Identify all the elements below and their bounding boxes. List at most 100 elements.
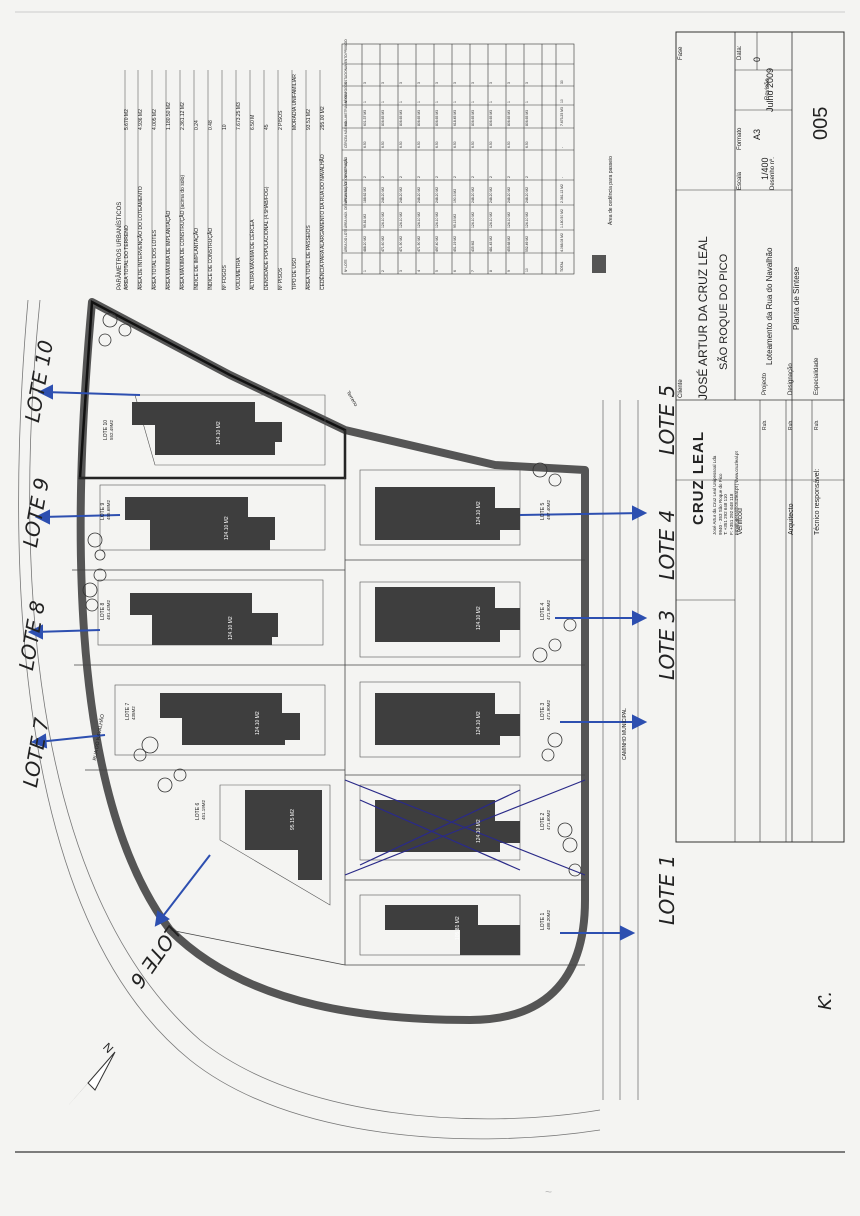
building-lote-7 [160, 693, 300, 745]
table-cell: 124.10 M2 [417, 211, 421, 228]
table-cell: 2 [363, 176, 367, 178]
drawing-no-label: Desenho nº. [770, 157, 776, 190]
parameter-label: ÍNDICE DE IMPLANTAÇÃO [194, 227, 200, 290]
table-cell: 2 [471, 176, 475, 178]
table-cell: 248.20 M2 [435, 186, 439, 203]
lote-5-building-area: 124.10 M2 [476, 501, 482, 525]
lote-6-area: 451.19M2 [201, 799, 206, 820]
drawing-no-value: 005 [810, 106, 832, 140]
building-lote-1 [385, 905, 520, 955]
parameter-label: Nº PISOS [278, 267, 284, 290]
company-details: José Artur da Cruz Leal Unipessoal Lda 9… [712, 451, 740, 535]
parameter-value: 2.361.12 M2 [180, 102, 186, 130]
table-total-cell: TOTAL [560, 261, 564, 272]
table-cell: 10 [525, 268, 529, 272]
table-cell: 618.45 M3 [453, 109, 457, 126]
parameter-value: MORADIA UNIFAMILIAR [292, 74, 298, 130]
table-cell: 1 [453, 101, 457, 103]
table-cell: 1 [471, 101, 475, 103]
table-header: ESTACIONAMENTO PRIVADO [344, 39, 348, 84]
table-cell: 2 [435, 176, 439, 178]
table-cell: 248.20 M2 [489, 186, 493, 203]
table-cell: 95.15 M2 [453, 213, 457, 228]
table-total-cell: 1.180.50 M2 [560, 209, 564, 228]
lote-9-area: 455.68M2 [106, 499, 111, 520]
table-cell: 806.65 M3 [525, 109, 529, 126]
lote-6-building-area: 95.15 M2 [290, 809, 296, 830]
building-lote-2 [375, 800, 520, 852]
table-cell: 3 [471, 82, 475, 84]
table-cell: 124.10 M2 [525, 211, 529, 228]
table-cell: 95.81 M2 [363, 213, 367, 228]
designation-value: Planta de Síntese [792, 266, 801, 330]
table-cell: 248.20 M2 [507, 186, 511, 203]
phase-label: Fase [678, 46, 684, 60]
table-cell: 6.50 [381, 141, 385, 148]
table-cell: 471.90 M2 [399, 235, 403, 252]
table-cell: 1 [435, 101, 439, 103]
table-cell: 124.10 M2 [471, 211, 475, 228]
table-total-cell: 2.361.12 M2 [560, 184, 564, 203]
table-cell: 2 [399, 176, 403, 178]
lote-5-handwritten-label: LOTE 5 [655, 384, 679, 455]
building-lote-3 [375, 693, 520, 745]
parameter-value: 2 PISOS [278, 110, 284, 130]
building-lote-5 [375, 487, 520, 540]
table-cell: 806.65 M3 [381, 109, 385, 126]
table-cell: 124.10 M2 [399, 211, 403, 228]
table-cell: 1 [399, 101, 403, 103]
lote-3-building-area: 124.10 M2 [476, 711, 482, 735]
table-cell: 124.10 M2 [507, 211, 511, 228]
specialty-label: Especialidade [814, 357, 820, 395]
lote-9-building-area: 124.10 M2 [224, 516, 230, 540]
table-cell: 6.50 [507, 141, 511, 148]
table-header: ÁREA DO LOTE [344, 228, 348, 252]
table-cell: 248.20 M2 [399, 186, 403, 203]
lote-2-area: 471.60M2 [546, 809, 551, 830]
table-cell: 4 [417, 270, 421, 272]
scale-label: Escala [737, 171, 743, 190]
architect-label: Arquitecto [788, 503, 795, 535]
parameter-label: ÁREA MÁXIMA DE IMPLANTAÇÃO [166, 210, 172, 290]
table-header: Nº DE FOGOS [344, 81, 348, 103]
table-cell: 552.49 M2 [525, 235, 529, 252]
parameter-value: 4.005 M2 [152, 109, 158, 130]
table-cell: 6.50 [399, 141, 403, 148]
table-cell: 124.10 M2 [435, 211, 439, 228]
parameter-label: ÍNDICE DE CONSTRUÇÃO [208, 227, 214, 290]
table-cell: 188.62 M2 [363, 186, 367, 203]
table-cell: 451.19 M2 [453, 235, 457, 252]
format-label: Formato [737, 127, 743, 150]
parameter-label: ALTURA MÁXIMA DE CÉRCEA [250, 219, 256, 290]
lote-7-area: 435M2 [131, 706, 136, 720]
table-header: Nº DE PISOS [344, 158, 348, 178]
lots-table-grid [341, 43, 575, 275]
project-label: Projecto [762, 372, 768, 395]
parameter-value: 295.00 M2 [320, 106, 326, 130]
lote-7-building-area: 124.10 M2 [255, 711, 261, 735]
lote-4-area: 471.90M2 [546, 599, 551, 620]
table-cell: 2 [381, 176, 385, 178]
table-cell: 6.50 [435, 141, 439, 148]
parameter-value: 93.51 M2 [306, 109, 312, 130]
table-cell: 1 [381, 101, 385, 103]
lote-4-handwritten-label: LOTE 4 [655, 509, 679, 580]
parameter-value: 45 [264, 124, 270, 130]
road-label: CAMINHO MUNICIPAL [622, 708, 628, 760]
company-logo: CRUZ LEAL [690, 431, 707, 525]
parameter-value: 0.24 [194, 120, 200, 130]
parameter-value: 4.936 M2 [138, 109, 144, 130]
lote-1-building-area: 105.81 M2 [455, 916, 461, 940]
table-cell: 190.3 M2 [453, 188, 457, 203]
lote-3-handwritten-label: LOTE 3 [655, 609, 679, 680]
table-cell: 2 [417, 176, 421, 178]
table-total-cell: 30 [560, 80, 564, 84]
building-lote-4 [375, 587, 520, 642]
table-cell: 2 [489, 176, 493, 178]
client-location: SÃO ROQUE DO PICO [718, 253, 730, 370]
lote-4-building-area: 124.10 M2 [476, 606, 482, 630]
rubric-label-2: Rub. [788, 419, 794, 430]
table-cell: 3 [435, 82, 439, 84]
scan-mark: ~ [545, 1185, 552, 1199]
building-lote-10 [132, 402, 282, 455]
